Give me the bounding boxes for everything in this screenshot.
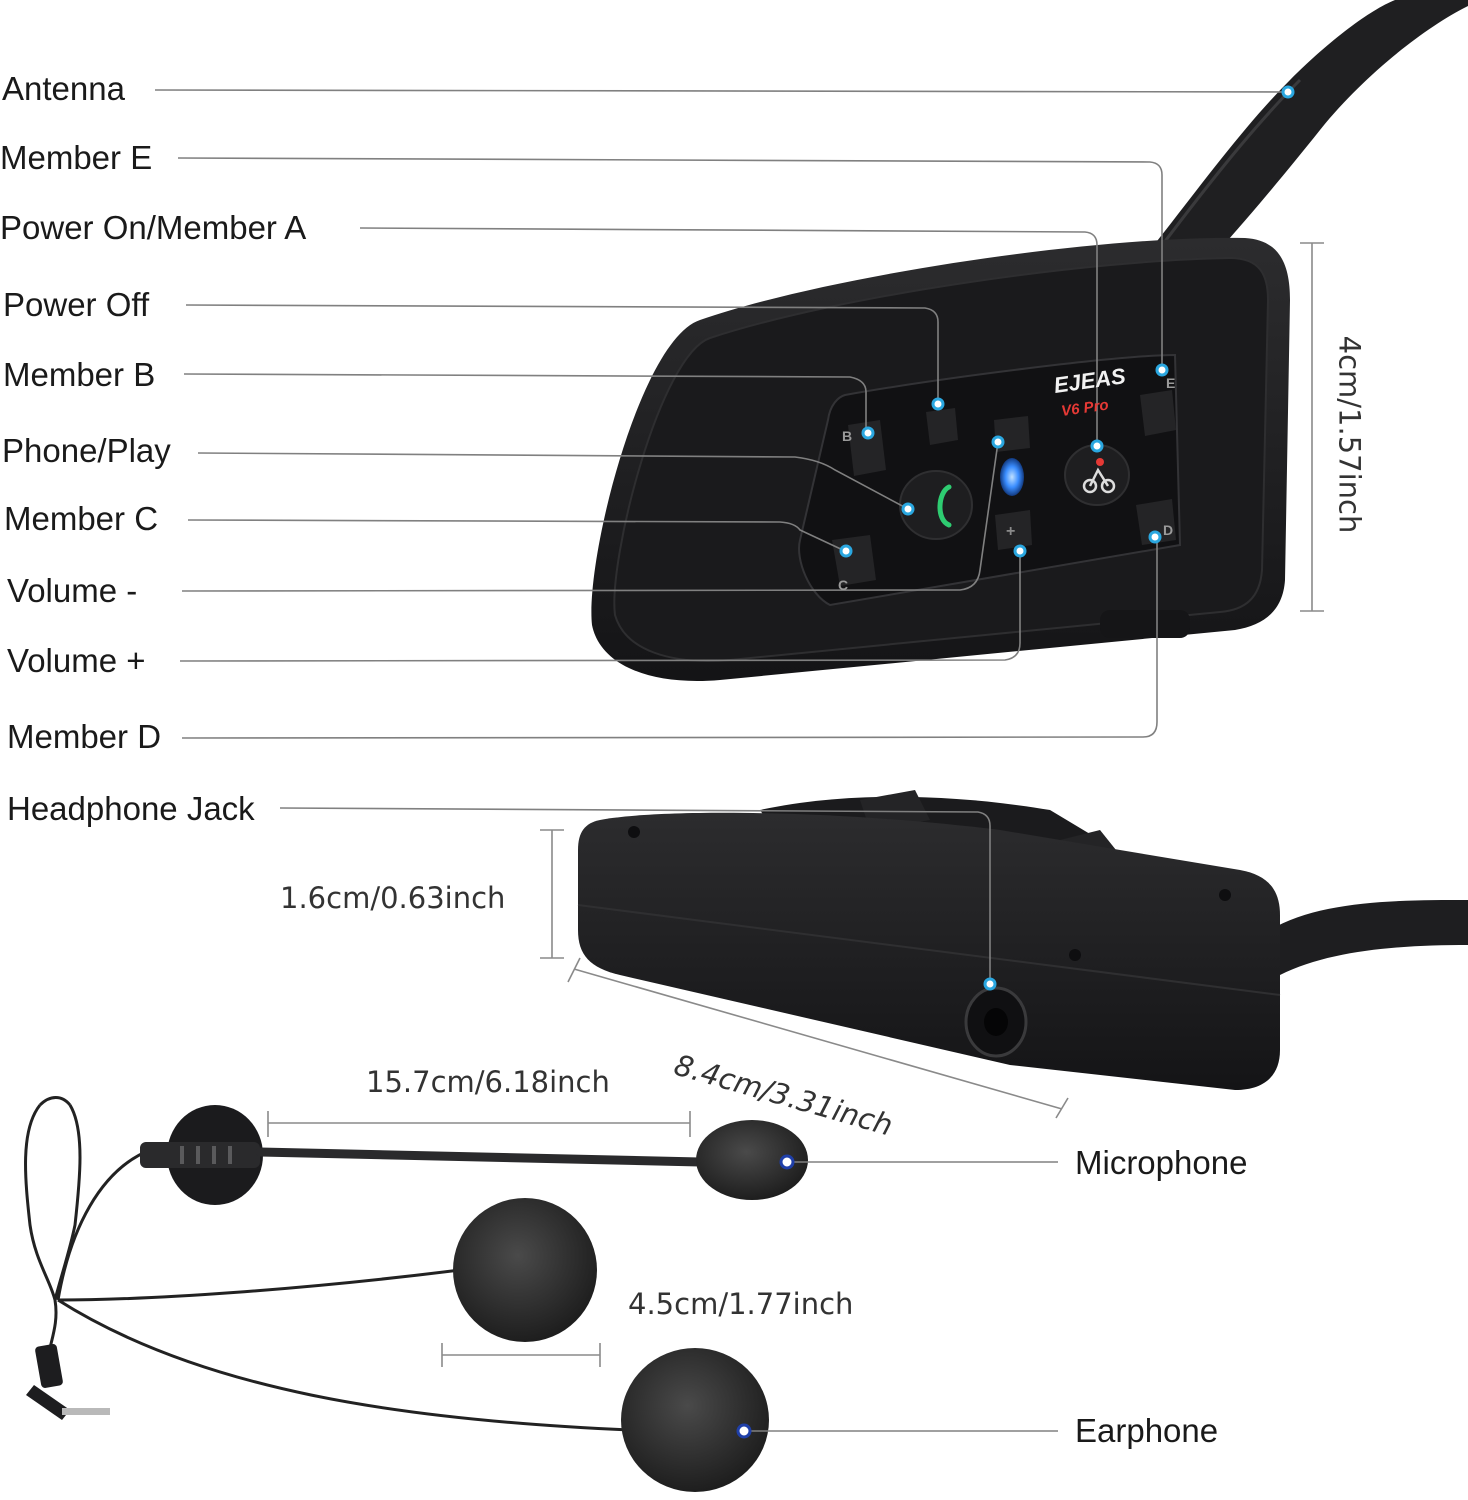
button-c-letter: C [838, 577, 848, 593]
dimension-lines [267, 242, 1324, 1367]
callout-antenna: Antenna [2, 70, 125, 107]
callout-power-on-member-a: Power On/Member A [0, 209, 307, 246]
rider-icon [1082, 458, 1116, 494]
intercom-side-unit [577, 790, 1468, 1090]
button-d-letter: D [1163, 522, 1173, 538]
callout-dots [839, 85, 1295, 991]
model-mark: V6 Pro [1060, 397, 1109, 420]
dimension-earphone: 4.5cm/1.77inch [628, 1287, 854, 1321]
earphone-foam-1 [453, 1198, 597, 1342]
mic-boom [255, 1147, 705, 1167]
power-off-button[interactable] [926, 408, 958, 445]
button-e[interactable] [1140, 390, 1176, 436]
dimension-mic-boom: 15.7cm/6.18inch [366, 1065, 610, 1099]
button-b[interactable] [848, 420, 886, 476]
callout-member-b: Member B [3, 356, 156, 393]
button-d[interactable] [1136, 499, 1176, 545]
phone-icon [937, 484, 952, 528]
callout-microphone: Microphone [1075, 1144, 1248, 1181]
antenna [1150, 0, 1468, 270]
volume-plus-symbol: + [1006, 523, 1015, 540]
callout-phone-play: Phone/Play [2, 432, 171, 469]
button-b-letter: B [842, 428, 852, 444]
intercom-front-unit [591, 237, 1290, 682]
callout-headphone-jack: Headphone Jack [7, 790, 255, 827]
callout-volume-minus: Volume - [7, 572, 138, 609]
callout-volume-plus: Volume + [7, 642, 146, 679]
earphone-foam-2 [621, 1348, 769, 1492]
callout-member-c: Member C [4, 500, 159, 537]
callout-power-off: Power Off [3, 286, 150, 323]
dimension-height: 4cm/1.57inch [1332, 335, 1367, 534]
status-led [1000, 458, 1024, 496]
button-e-letter: E [1166, 375, 1175, 391]
dimension-thickness: 1.6cm/0.63inch [280, 881, 506, 915]
audio-plug [26, 1344, 110, 1420]
callout-member-e: Member E [0, 139, 153, 176]
power-on-member-a-button[interactable] [1064, 444, 1130, 506]
callout-dots-headset [736, 1154, 795, 1439]
callout-member-d: Member D [7, 718, 162, 755]
headset-wiring [24, 1096, 631, 1432]
leader-lines [154, 89, 1289, 1432]
callout-earphone: Earphone [1075, 1412, 1219, 1449]
microphone-foam [696, 1120, 808, 1200]
volume-plus-button[interactable] [995, 510, 1032, 550]
